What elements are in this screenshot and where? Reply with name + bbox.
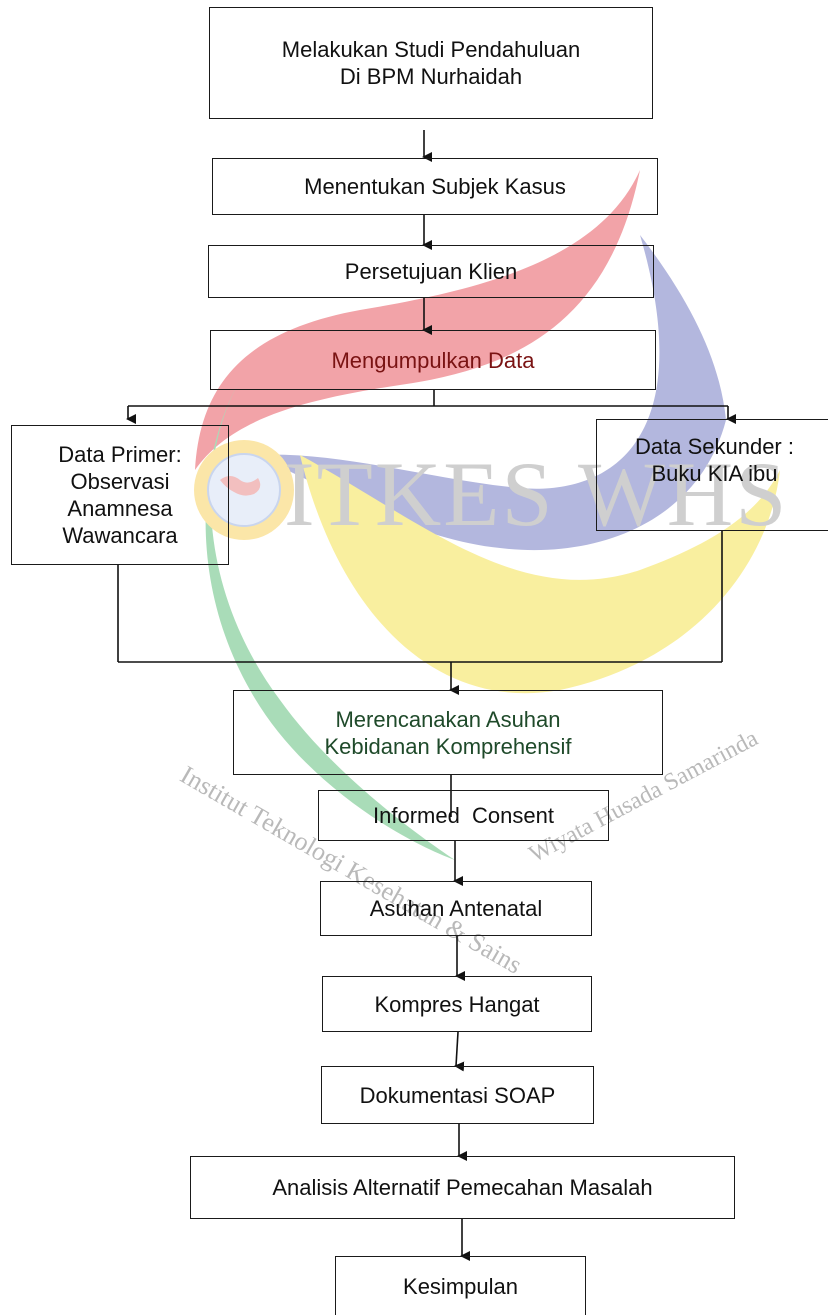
step-kesimpulan: Kesimpulan [335,1256,586,1315]
step-dokumentasi-soap: Dokumentasi SOAP [321,1066,594,1124]
step-data-sekunder: Data Sekunder : Buku KIA ibu [596,419,828,531]
step-persetujuan-klien: Persetujuan Klien [208,245,654,298]
step-informed-consent: Informed Consent [318,790,609,841]
step-antenatal-label: Asuhan Antenatal [369,896,543,921]
step-data-primer: Data Primer: Observasi Anamnesa Wawancar… [11,425,229,565]
watermark-globe-islands [220,476,261,496]
watermark-green-swoosh [205,380,455,860]
step-merencanakan-line-2: Kebidanan Komprehensif [324,733,572,759]
step-merencanakan-asuhan: Merencanakan Asuhan Kebidanan Komprehens… [233,690,663,775]
step-subjek-label: Menentukan Subjek Kasus [304,174,566,199]
step-informed-label: Informed Consent [373,803,554,828]
step-studi-line-1: Melakukan Studi Pendahuluan [281,37,581,62]
step-dokumentasi-label: Dokumentasi SOAP [359,1082,556,1108]
step-subjek-kasus: Menentukan Subjek Kasus [212,158,658,215]
step-analisis-alternatif: Analisis Alternatif Pemecahan Masalah [190,1156,735,1219]
step-primer-line-4: Wawancara [62,523,178,548]
step-merencanakan-line-1: Merencanakan Asuhan [335,706,561,732]
arrow-kompres-to-dokumentasi [454,1031,465,1072]
step-sekunder-line-1: Data Sekunder : [635,434,794,459]
step-sekunder-line-2: Buku KIA ibu [651,461,778,486]
step-kompres-hangat: Kompres Hangat [322,976,592,1032]
step-asuhan-antenatal: Asuhan Antenatal [320,881,592,936]
step-analisis-label: Analisis Alternatif Pemecahan Masalah [272,1175,653,1200]
step-kesimpulan-label: Kesimpulan [403,1273,518,1299]
step-kompres-label: Kompres Hangat [374,991,540,1017]
step-primer-line-2: Observasi [70,469,170,494]
step-primer-line-1: Data Primer: [58,442,182,467]
step-persetujuan-label: Persetujuan Klien [344,259,518,284]
watermark-blue-swoosh [250,235,726,551]
watermark-yellow-swoosh [300,455,780,694]
step-primer-line-3: Anamnesa [67,496,173,521]
watermark-title: ITKES WHS [284,443,789,545]
step-mengumpulkan-label: Mengumpulkan Data [331,347,535,373]
step-studi-pendahuluan: Melakukan Studi Pendahuluan Di BPM Nurha… [209,7,653,119]
step-mengumpulkan-data: Mengumpulkan Data [210,330,656,390]
watermark-red-swoosh [195,170,640,470]
step-studi-line-2: Di BPM Nurhaidah [339,64,523,89]
